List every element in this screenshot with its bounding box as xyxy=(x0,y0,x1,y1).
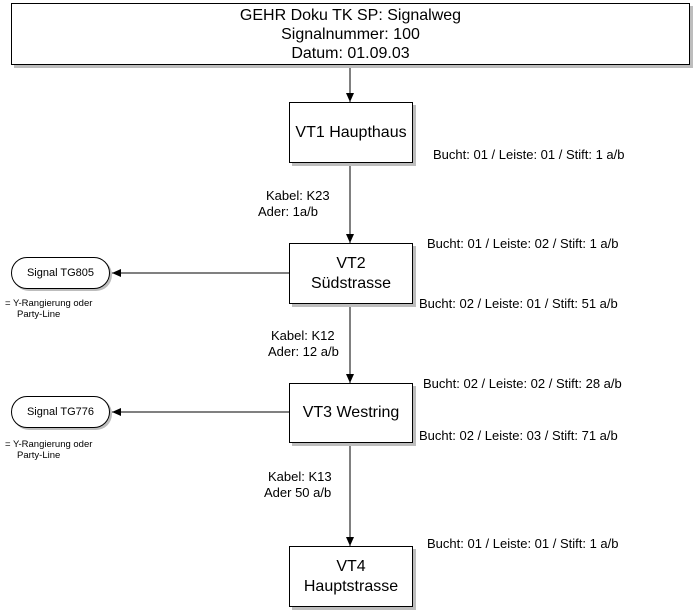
node-vt4-sublabel: Hauptstrasse xyxy=(303,577,399,595)
header-signal-number: Signalnummer: 100 xyxy=(281,26,420,43)
signal-tg776-note-1: = Y-Rangierung oder xyxy=(5,439,93,450)
node-vt2-sublabel: Südstrasse xyxy=(310,274,392,292)
signal-tg805-label: Signal TG805 xyxy=(26,267,95,279)
port-vt2-out: Bucht: 02 / Leiste: 01 / Stift: 51 a/b xyxy=(419,296,618,311)
node-vt2-label: VT2 xyxy=(336,254,366,272)
node-vt3: VT3 Westring xyxy=(289,383,413,443)
diagram-header: GEHR Doku TK SP: Signalweg Signalnummer:… xyxy=(11,3,690,65)
node-vt2: VT2 Südstrasse xyxy=(289,243,413,304)
node-vt1: VT1 Haupthaus xyxy=(289,102,413,163)
node-vt3-label: VT3 Westring xyxy=(302,404,400,421)
signal-tg805-note-2: Party-Line xyxy=(17,309,61,320)
node-vt4-label: VT4 xyxy=(336,557,366,575)
port-vt3-out: Bucht: 02 / Leiste: 03 / Stift: 71 a/b xyxy=(419,428,618,443)
signal-tg776-label: Signal TG776 xyxy=(26,406,95,418)
port-vt4-in: Bucht: 01 / Leiste: 01 / Stift: 1 a/b xyxy=(427,536,619,551)
node-vt4: VT4 Hauptstrasse xyxy=(289,546,413,607)
node-vt1-label: VT1 Haupthaus xyxy=(295,123,407,141)
cable-k23-kabel: Kabel: K23 xyxy=(266,188,330,203)
signal-tg776: Signal TG776 xyxy=(11,396,110,428)
cable-k12-kabel: Kabel: K12 xyxy=(271,328,335,343)
header-title: GEHR Doku TK SP: Signalweg xyxy=(239,7,462,24)
cable-k23-ader: Ader: 1a/b xyxy=(258,204,318,219)
port-vt2-in: Bucht: 01 / Leiste: 02 / Stift: 1 a/b xyxy=(427,236,619,251)
cable-k13-kabel: Kabel: K13 xyxy=(268,469,332,484)
cable-k12-ader: Ader: 12 a/b xyxy=(268,344,339,359)
cable-k13-ader: Ader 50 a/b xyxy=(264,485,332,500)
signal-tg805-note-1: = Y-Rangierung oder xyxy=(5,298,93,309)
signal-tg776-note-2: Party-Line xyxy=(17,450,61,461)
signal-tg805: Signal TG805 xyxy=(11,257,110,289)
header-date: Datum: 01.09.03 xyxy=(291,45,410,62)
port-vt1-out: Bucht: 01 / Leiste: 01 / Stift: 1 a/b xyxy=(433,147,625,162)
port-vt3-in: Bucht: 02 / Leiste: 02 / Stift: 28 a/b xyxy=(423,376,622,391)
